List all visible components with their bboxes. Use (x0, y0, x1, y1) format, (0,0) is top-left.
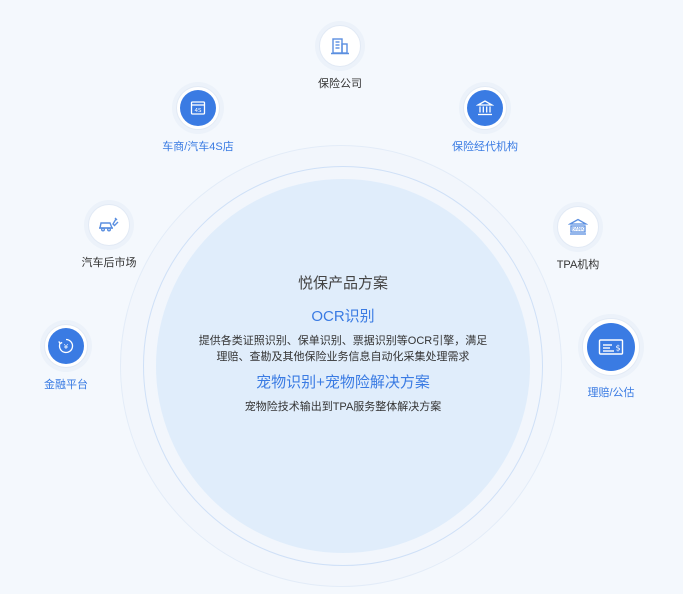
node-finance[interactable]: ¥ 金融平台 (6, 324, 126, 392)
node-tpa[interactable]: BANK TPA机构 (518, 206, 638, 272)
pet-heading: 宠物识别+宠物险解决方案 (256, 374, 430, 391)
inner-circle (156, 179, 530, 553)
node-label: 保险经代机构 (452, 141, 518, 153)
ocr-description: 提供各类证照识别、保单识别、票据识别等OCR引擎，满足理赔、查勘及其他保险业务信… (198, 335, 488, 363)
building-icon (319, 25, 361, 67)
4s-store-icon: 4S (176, 86, 220, 130)
node-label: 车商/汽车4S店 (162, 141, 234, 153)
pet-description: 宠物险技术输出到TPA服务整体解决方案 (244, 401, 442, 413)
node-car-dealer[interactable]: 4S 车商/汽车4S店 (138, 86, 258, 154)
node-label: 保险公司 (318, 78, 362, 90)
center-panel: 悦保产品方案 OCR识别 提供各类证照识别、保单识别、票据识别等OCR引擎，满足… (196, 272, 490, 421)
check-icon: $ (582, 318, 640, 376)
node-label: 理赔/公估 (587, 387, 635, 399)
svg-text:4S: 4S (195, 108, 202, 114)
bank-icon: BANK (557, 206, 599, 248)
svg-text:BANK: BANK (572, 227, 584, 233)
node-aftermarket[interactable]: 汽车后市场 (49, 204, 169, 270)
institution-icon (463, 86, 507, 130)
node-label: TPA机构 (556, 259, 600, 271)
node-label: 汽车后市场 (81, 257, 137, 269)
car-wrench-icon (88, 204, 130, 246)
node-label: 金融平台 (44, 379, 88, 391)
center-title: 悦保产品方案 (297, 275, 388, 292)
node-claims[interactable]: $ 理赔/公估 (551, 318, 671, 400)
node-insurance-company[interactable]: 保险公司 (280, 25, 400, 91)
finance-icon: ¥ (44, 324, 88, 368)
middle-ring (143, 166, 543, 566)
svg-text:$: $ (615, 344, 620, 353)
ocr-heading: OCR识别 (311, 308, 375, 325)
node-broker[interactable]: 保险经代机构 (425, 86, 545, 154)
svg-text:¥: ¥ (64, 343, 69, 351)
